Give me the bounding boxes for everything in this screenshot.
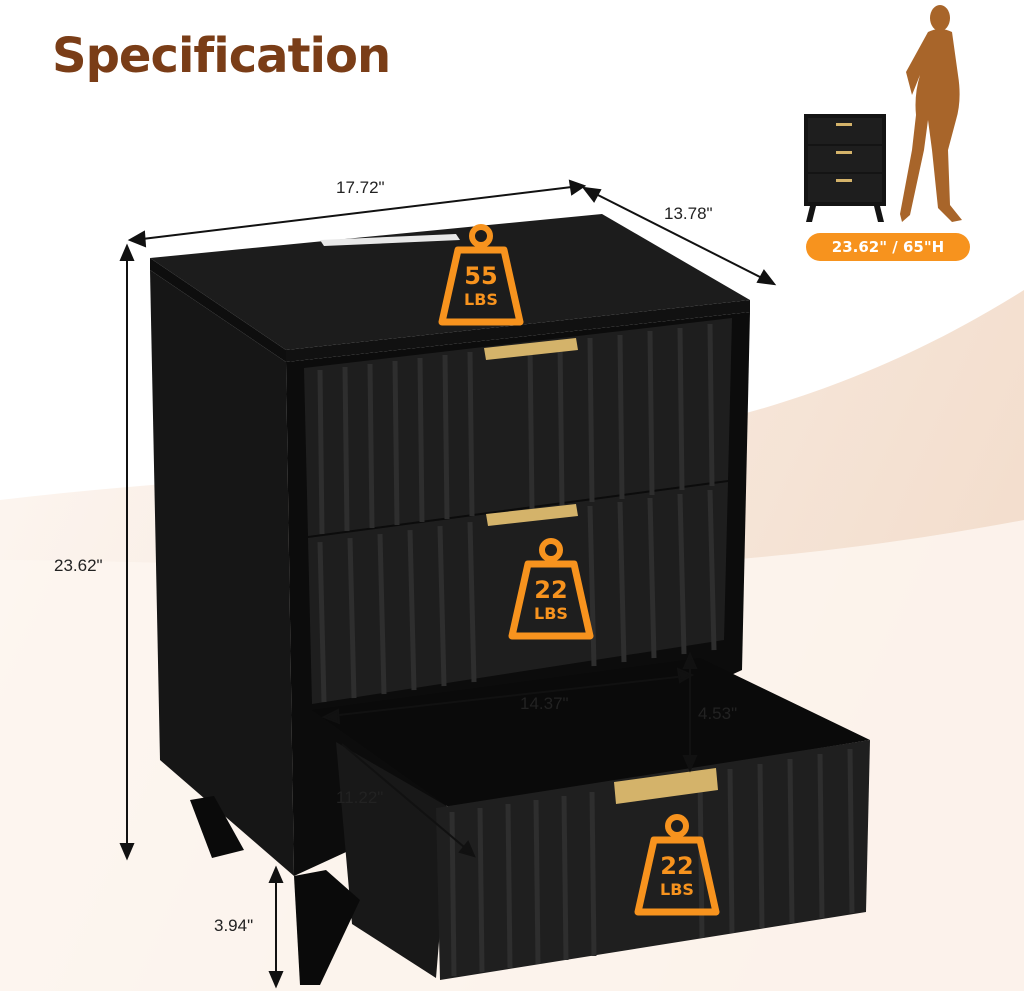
weight-value: 55 xyxy=(464,262,498,290)
weight-badge-top: 55 LBS xyxy=(436,222,526,332)
human-silhouette-icon xyxy=(900,5,962,222)
weight-icon xyxy=(634,814,720,916)
drawer-handles xyxy=(484,338,718,804)
drawer-height-label: 4.53" xyxy=(698,704,738,723)
nightstand-thumbnail-icon xyxy=(804,114,886,222)
page-title: Specification xyxy=(52,28,391,84)
height-label: 23.62" xyxy=(54,556,103,575)
weight-badge-bottom: 22 LBS xyxy=(632,812,722,922)
drawer-width-label: 14.37" xyxy=(520,694,569,713)
weight-icon xyxy=(508,538,594,640)
drawer-flutes xyxy=(317,323,855,977)
weight-unit: LBS xyxy=(534,604,568,623)
weight-unit: LBS xyxy=(660,880,694,899)
weight-badge-middle: 22 LBS xyxy=(506,536,596,646)
weight-value: 22 xyxy=(534,576,568,604)
weight-unit: LBS xyxy=(464,290,498,309)
depth-label: 13.78" xyxy=(664,204,713,223)
weight-icon xyxy=(438,224,524,326)
scale-badge: 23.62" / 65"H xyxy=(806,233,970,261)
leg-height-label: 3.94" xyxy=(214,916,254,935)
drawer-depth-label: 11.22" xyxy=(336,788,384,807)
dimension-lines xyxy=(119,179,777,989)
width-label: 17.72" xyxy=(336,178,385,197)
weight-value: 22 xyxy=(660,852,694,880)
